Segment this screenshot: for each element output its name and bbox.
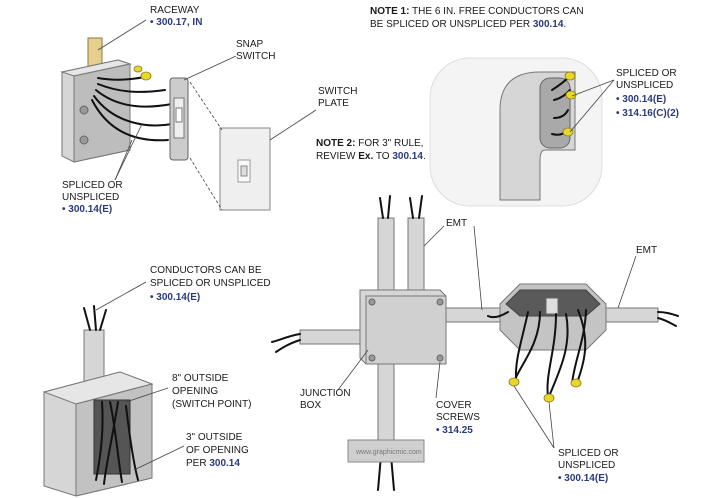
note1-line2: BE SPLICED OR UNSPLICED PER 300.14. [370,19,566,30]
cover-screw [368,298,376,306]
spliced-left-ref: • 300.14(E) [62,204,112,215]
junction-box-illustration: www.graphicmic.com [271,195,679,491]
spliced-bottom-label-2: UNSPLICED [558,460,615,471]
snap-switch-label-2: SWITCH [236,51,275,62]
outside3-label-2: OF OPENING [186,445,249,456]
switch-plate-label-2: PLATE [318,98,349,109]
outside3-label-1: 3" OUTSIDE [186,432,243,443]
emt-vertical-bottom [377,363,395,445]
spliced-left-label-1: SPLICED OR [62,180,123,191]
note2-line1: NOTE 2: FOR 3" RULE, [316,138,423,149]
switch-box-illustration [60,37,271,211]
outside8-label-2: OPENING [172,386,218,397]
cover-screws-label-2: SCREWS [436,412,480,423]
spliced-tr-label-2: UNSPLICED [616,80,673,91]
spliced-left-label-2: UNSPLICED [62,192,119,203]
raceway-ref: • 300.17, IN [150,17,202,28]
emt-vertical-1 [377,217,395,291]
junction-box-label-1: JUNCTION [300,388,351,399]
spliced-tr-label-1: SPLICED OR [616,68,677,79]
emt-right-2 [605,307,659,323]
device-box-illustration [42,305,154,497]
note2-line2: REVIEW Ex. TO 300.14. [316,151,426,162]
spliced-bottom-ref: • 300.14(E) [558,473,608,484]
outside8-label-3: (SWITCH POINT) [172,399,251,410]
note1-line1: NOTE 1: THE 6 IN. FREE CONDUCTORS CAN [370,6,584,17]
emt-mid-label: EMT [446,218,467,229]
conduit-elbow-illustration [429,57,603,207]
emt-right-1 [437,307,501,323]
outside3-label-3: PER 300.14 [186,458,240,469]
outside8-label-1: 8" OUTSIDE [172,373,229,384]
snap-switch-label-1: SNAP [236,39,264,50]
watermark: www.graphicmic.com [355,449,422,456]
conductors-label-2: SPLICED OR UNSPLICED [150,278,271,289]
cover-screws-ref: • 314.25 [436,425,473,436]
wall-bracket [347,439,425,463]
spliced-tr-ref1: • 300.14(E) [616,94,666,105]
wire-nut [140,71,152,81]
cover-screws-label-1: COVER [436,400,472,411]
bottom-left-conduit [83,329,105,385]
conductors-ref: • 300.14(E) [150,292,200,303]
spliced-bottom-label-1: SPLICED OR [558,448,619,459]
emt-left [299,329,363,345]
junction-box-label-2: BOX [300,400,321,411]
switch-plate-label-1: SWITCH [318,86,357,97]
raceway-label: RACEWAY [150,5,200,16]
conductors-label-1: CONDUCTORS CAN BE [150,265,262,276]
spliced-tr-ref2: • 314.16(C)(2) [616,108,679,119]
emt-vertical-2 [407,217,425,291]
emt-right-label: EMT [636,245,657,256]
